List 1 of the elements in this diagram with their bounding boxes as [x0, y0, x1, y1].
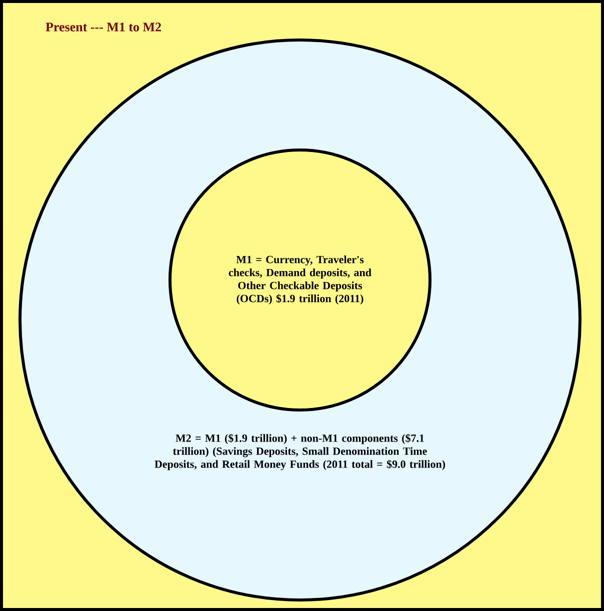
title: Present --- M1 to M2	[46, 22, 161, 32]
